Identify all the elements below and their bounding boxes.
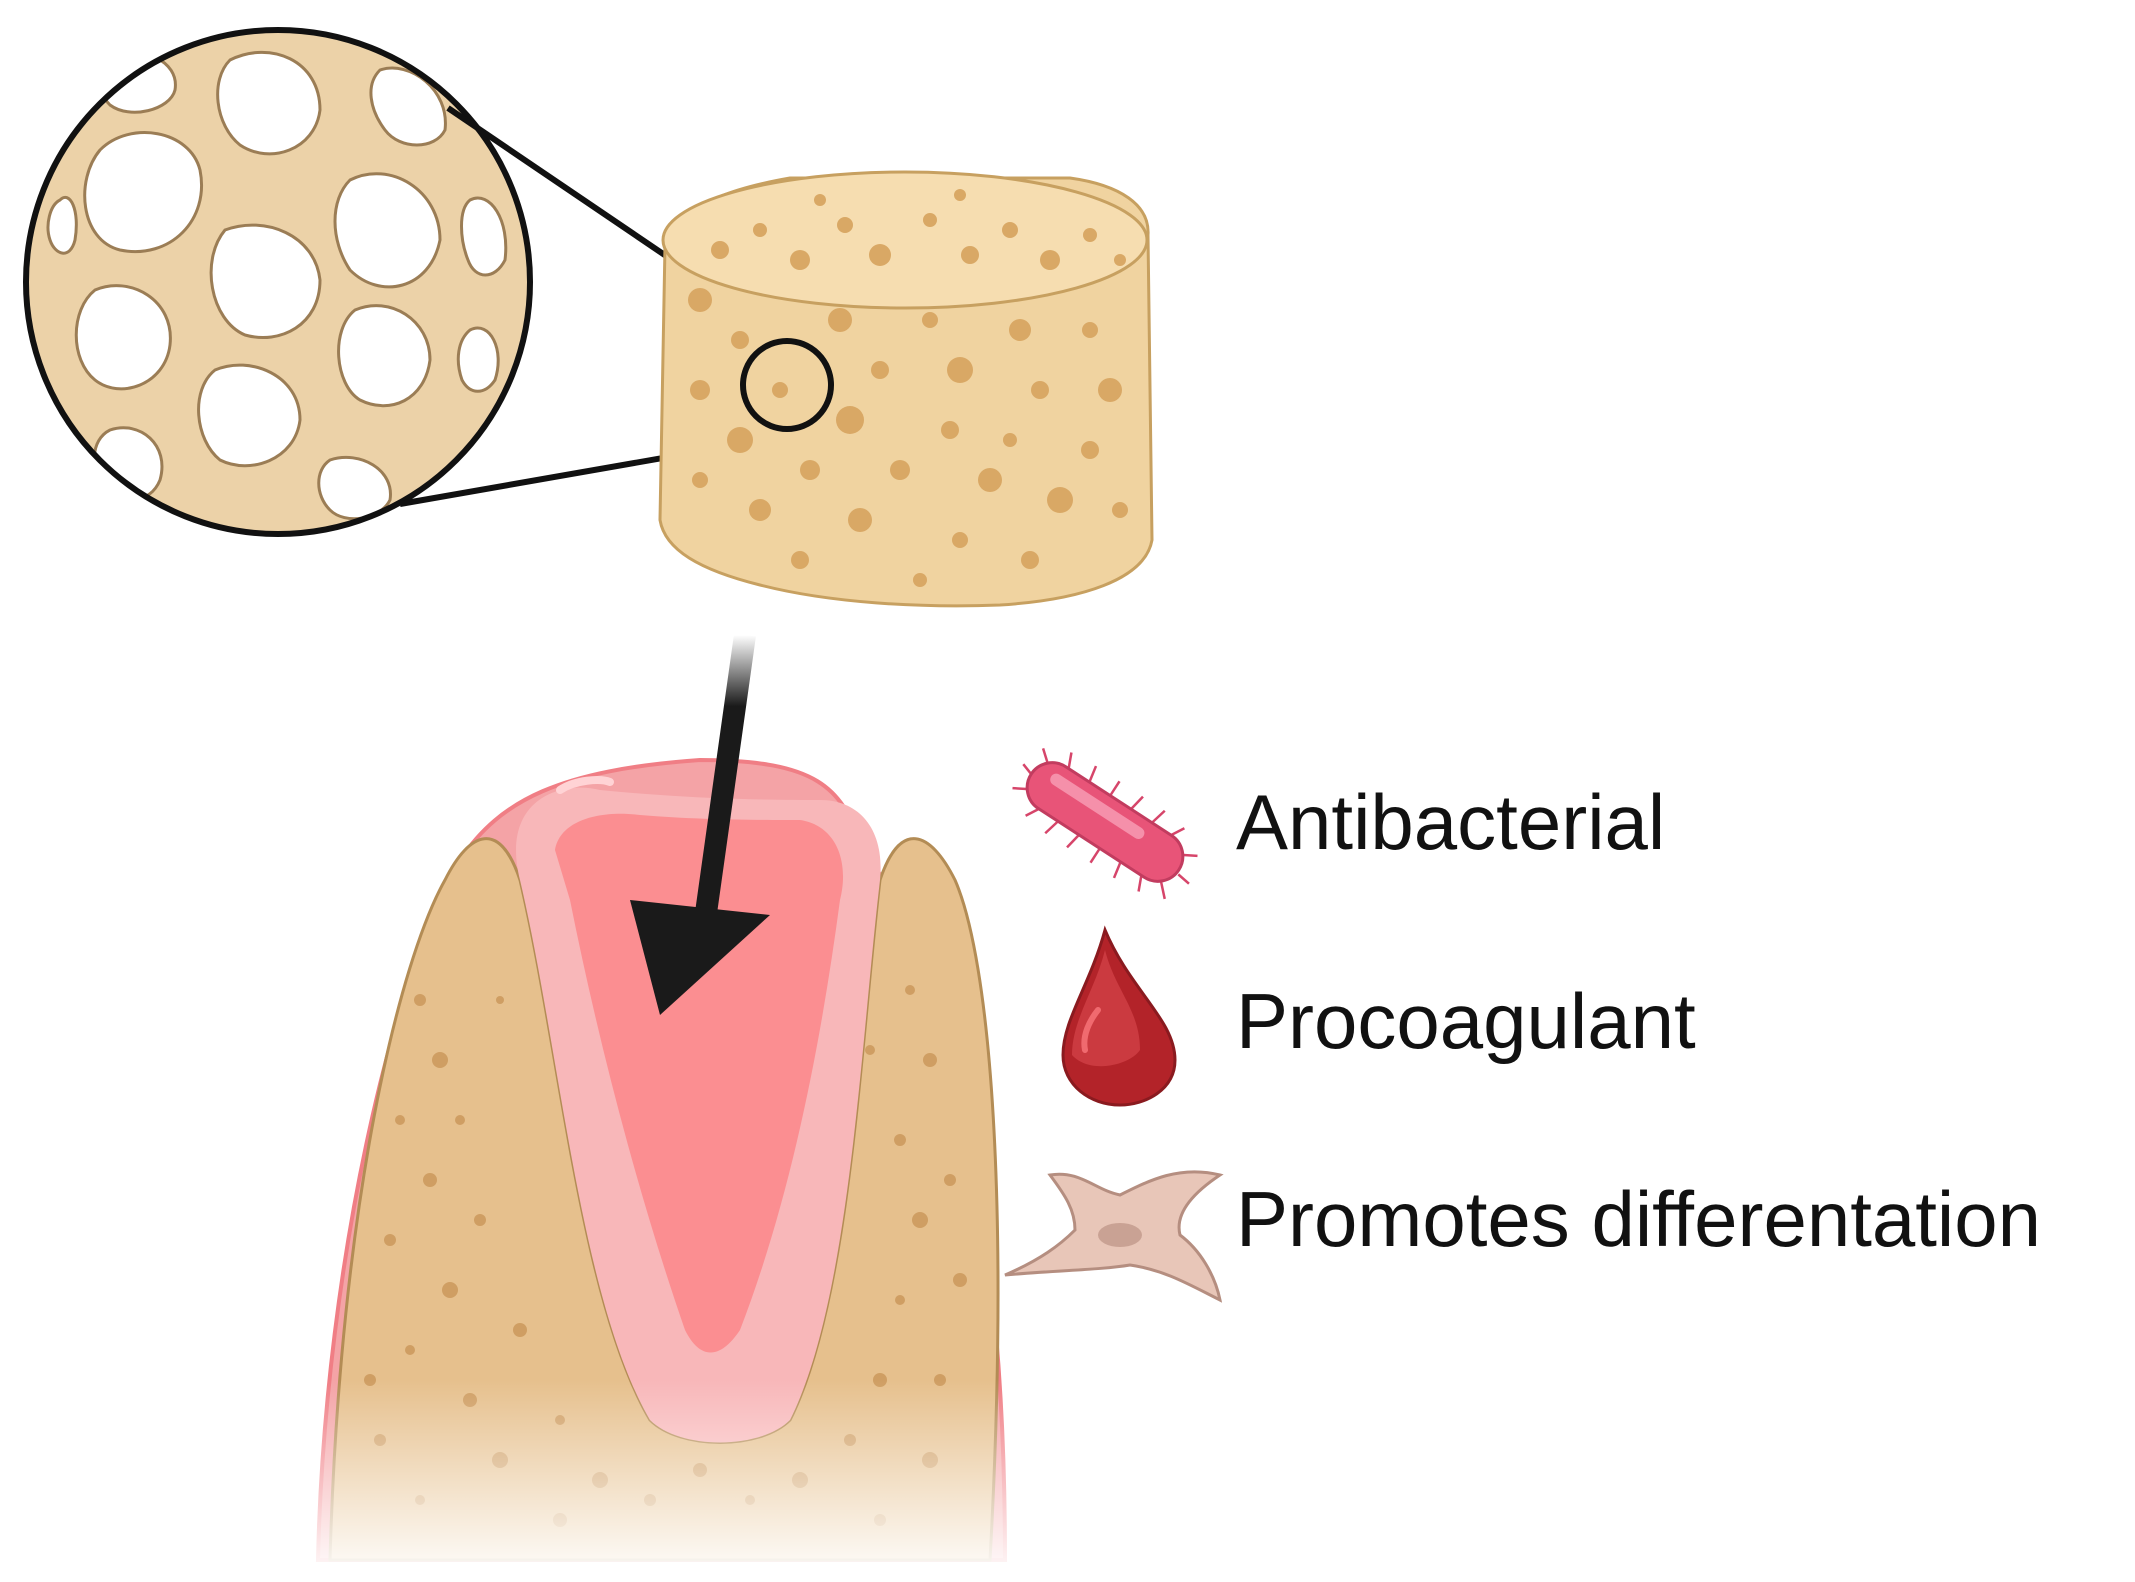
legend-label-antibacterial: Antibacterial bbox=[1236, 778, 1666, 866]
placement-arrow bbox=[630, 633, 770, 1015]
porous-scaffold-cylinder bbox=[658, 170, 1154, 608]
cell-icon bbox=[1004, 1170, 1224, 1303]
legend-label-procoagulant: Procoagulant bbox=[1236, 977, 1696, 1065]
magnified-porous-structure bbox=[23, 27, 533, 537]
bacterium-icon bbox=[1012, 748, 1198, 900]
alveolar-ridge-illustration bbox=[300, 757, 1030, 1582]
legend-label-promotes-differentation: Promotes differentation bbox=[1236, 1175, 2042, 1263]
blood-drop-icon bbox=[1061, 925, 1177, 1107]
